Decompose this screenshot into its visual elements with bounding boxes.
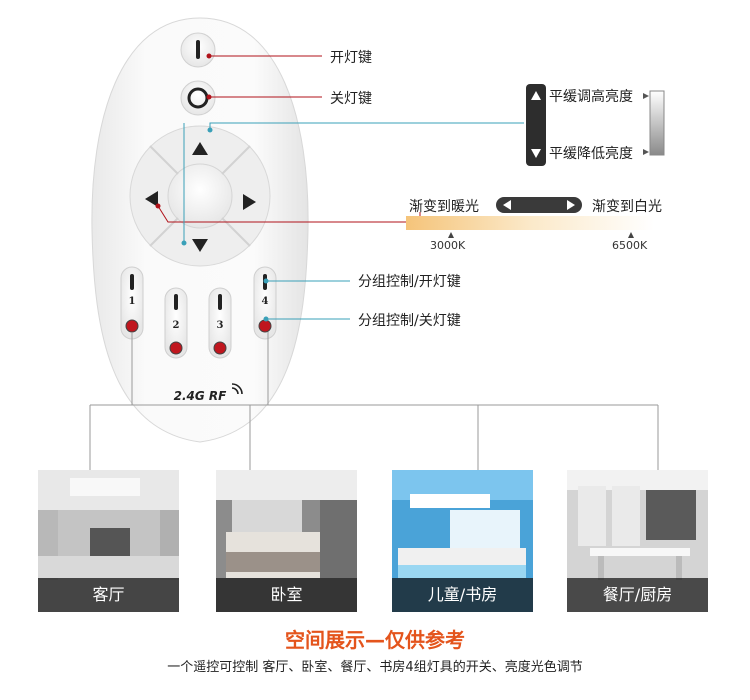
room-card-living: 客厅 bbox=[38, 470, 179, 612]
brightness-down-label: 平缓降低亮度 bbox=[549, 146, 633, 162]
off-key-label: 关灯键 bbox=[330, 91, 372, 107]
warm-left-icon[interactable] bbox=[145, 191, 158, 207]
room-caption: 餐厅/厨房 bbox=[567, 578, 708, 612]
brightness-gradient-bar bbox=[649, 90, 665, 156]
cool-label: 渐变到白光 bbox=[592, 199, 662, 215]
color-temp-bar bbox=[406, 197, 654, 238]
page-title: 空间展示—仅供参考 bbox=[285, 628, 465, 652]
brightness-up-icon[interactable] bbox=[192, 142, 208, 155]
brightness-down-icon[interactable] bbox=[192, 239, 208, 252]
signal-icon bbox=[231, 383, 243, 395]
group-number-4: 4 bbox=[262, 296, 269, 307]
group-number-1: 1 bbox=[129, 296, 136, 307]
direction-pad bbox=[129, 125, 271, 267]
group-key-2[interactable] bbox=[164, 287, 188, 359]
room-photo-kids-study bbox=[392, 470, 533, 612]
group-key-3[interactable] bbox=[208, 287, 232, 359]
power-on-button[interactable] bbox=[180, 32, 216, 68]
group-off-label: 分组控制/关灯键 bbox=[358, 313, 461, 329]
room-caption: 客厅 bbox=[38, 578, 179, 612]
warm-kelvin-value: 3000K bbox=[430, 239, 466, 252]
rf-brand-label: 2.4G RF bbox=[174, 389, 228, 403]
page-subtitle: 一个遥控可控制 客厅、卧室、餐厅、书房4组灯具的开关、亮度光色调节 bbox=[167, 660, 583, 675]
room-card-bedroom: 卧室 bbox=[216, 470, 357, 612]
group-on-label: 分组控制/开灯键 bbox=[358, 274, 461, 290]
brightness-up-label: 平缓调高亮度 bbox=[549, 89, 633, 105]
room-card-kids-study: 儿童/书房 bbox=[392, 470, 533, 612]
cool-right-icon[interactable] bbox=[243, 194, 256, 210]
group-connector-lines bbox=[89, 332, 659, 470]
group-number-2: 2 bbox=[173, 320, 180, 331]
room-card-dining-kitchen: 餐厅/厨房 bbox=[567, 470, 708, 612]
power-on-icon bbox=[196, 40, 200, 59]
room-caption: 儿童/书房 bbox=[392, 578, 533, 612]
group-key-4[interactable] bbox=[253, 266, 277, 340]
power-off-button[interactable] bbox=[180, 80, 216, 116]
on-key-label: 开灯键 bbox=[330, 50, 372, 66]
warm-label: 渐变到暖光 bbox=[409, 199, 479, 215]
brightness-key bbox=[526, 84, 665, 166]
room-caption: 卧室 bbox=[216, 578, 357, 612]
group-number-3: 3 bbox=[217, 320, 224, 331]
cool-kelvin-value: 6500K bbox=[612, 239, 648, 252]
group-key-1[interactable] bbox=[120, 266, 144, 340]
